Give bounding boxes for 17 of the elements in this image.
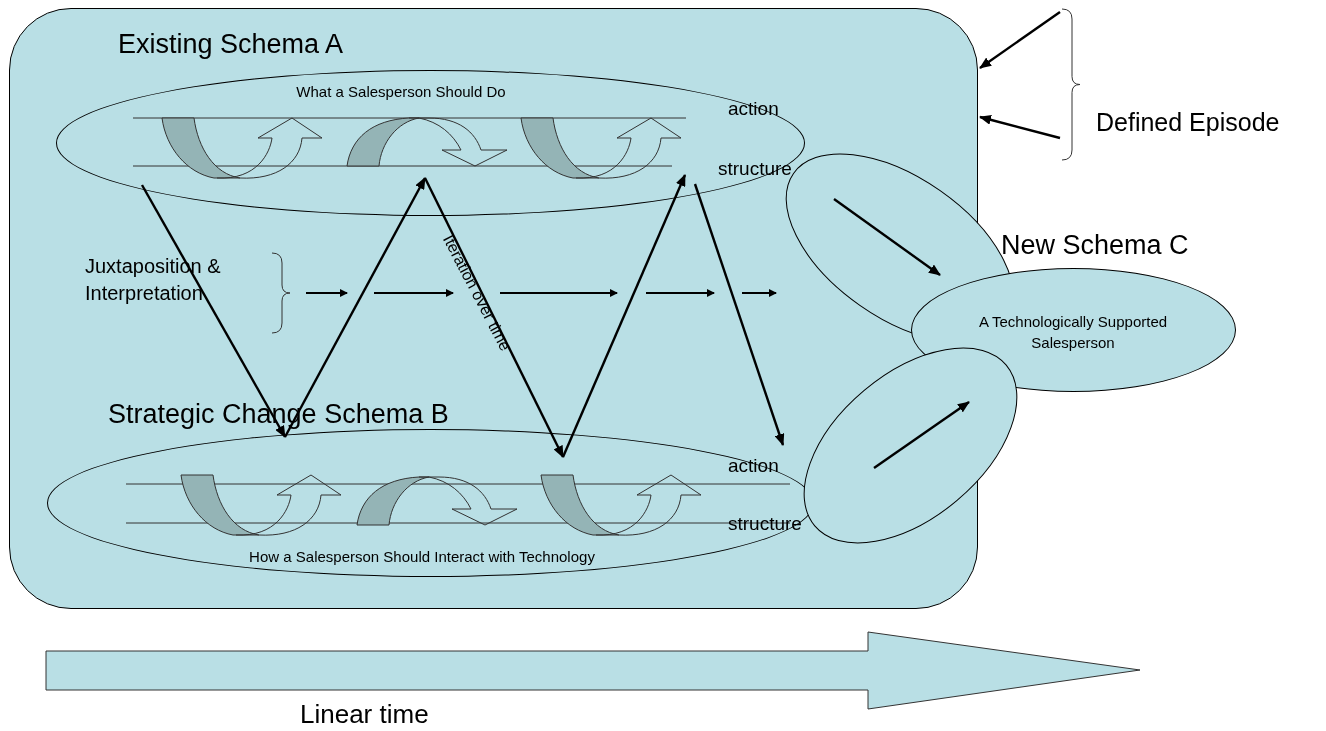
schema-title: What a Salesperson Should Do xyxy=(296,83,506,101)
schema-heading: Existing Schema A xyxy=(118,29,344,61)
arrow xyxy=(561,174,687,458)
arrow xyxy=(423,177,565,458)
schema-title: How a Salesperson Should Interact with Technology xyxy=(249,548,595,566)
schema-title: A Technologically Supported Salesperson xyxy=(977,312,1169,353)
axis-label: Linear time xyxy=(300,700,429,730)
bracket-label: Defined Episode xyxy=(1096,108,1280,137)
arrow xyxy=(873,401,970,469)
arrow xyxy=(833,198,941,276)
schema-heading: New Schema C xyxy=(1001,230,1189,262)
layer-label: structure xyxy=(728,513,802,535)
arrow xyxy=(140,184,287,438)
arrow xyxy=(979,11,1061,69)
arrow xyxy=(979,114,1061,140)
arrow xyxy=(283,177,427,438)
arrow xyxy=(693,183,785,446)
